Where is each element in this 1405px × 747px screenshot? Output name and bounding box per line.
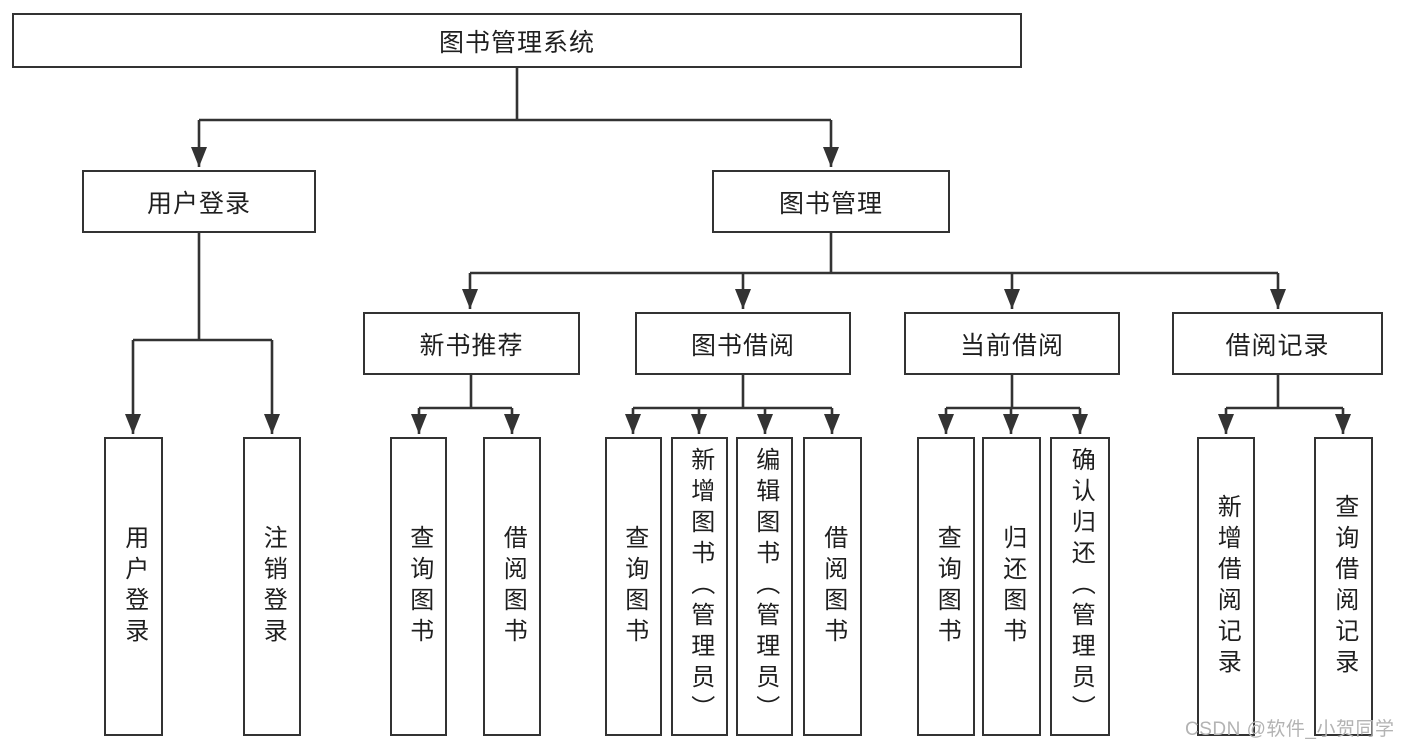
leaf-label: 归还图书 (998, 524, 1026, 649)
leaf-borrow-books: 借阅图书 (803, 437, 862, 736)
leaf-add-borrow-record: 新增借阅记录 (1197, 437, 1255, 736)
node-book-management-branch: 图书管理 (712, 170, 950, 233)
leaf-user-login: 用户登录 (104, 437, 163, 736)
node-borrow-records: 借阅记录 (1172, 312, 1383, 375)
leaf-return-books: 归还图书 (982, 437, 1041, 736)
leaf-label: 新增图书（管理员） (686, 447, 714, 726)
leaf-query-books-current: 查询图书 (917, 437, 975, 736)
leaf-label: 编辑图书（管理员） (751, 447, 779, 726)
leaf-label: 注销登录 (259, 524, 287, 649)
node-library-management-system: 图书管理系统 (12, 13, 1022, 68)
connector-user-login-split (133, 233, 272, 342)
node-new-book-recommend: 新书推荐 (363, 312, 580, 375)
leaf-confirm-return-admin: 确认归还（管理员） (1050, 437, 1110, 736)
leaf-label: 确认归还（管理员） (1067, 447, 1095, 726)
leaf-label: 借阅图书 (819, 524, 847, 649)
leaf-label: 查询图书 (405, 524, 433, 649)
leaf-label: 查询图书 (933, 524, 961, 649)
node-user-login-branch: 用户登录 (82, 170, 316, 233)
leaf-label: 查询图书 (620, 524, 648, 649)
leaf-label: 查询借阅记录 (1330, 493, 1358, 680)
connector-root-split (199, 68, 831, 122)
leaf-label: 新增借阅记录 (1213, 493, 1241, 680)
leaf-query-books-recommend: 查询图书 (390, 437, 447, 736)
leaf-query-borrow-record: 查询借阅记录 (1314, 437, 1373, 736)
leaf-label: 用户登录 (120, 524, 148, 649)
leaf-logout: 注销登录 (243, 437, 301, 736)
connector-book-mgmt-split (470, 233, 1278, 275)
csdn-watermark: CSDN @软件_小贺同学 (1185, 719, 1395, 740)
node-current-borrow: 当前借阅 (904, 312, 1120, 375)
leaf-borrow-books-recommend: 借阅图书 (483, 437, 541, 736)
leaf-label: 借阅图书 (499, 524, 527, 649)
node-book-borrow: 图书借阅 (635, 312, 851, 375)
leaf-edit-book-admin: 编辑图书（管理员） (736, 437, 793, 736)
leaf-query-books-borrow: 查询图书 (605, 437, 662, 736)
leaf-add-book-admin: 新增图书（管理员） (671, 437, 728, 736)
